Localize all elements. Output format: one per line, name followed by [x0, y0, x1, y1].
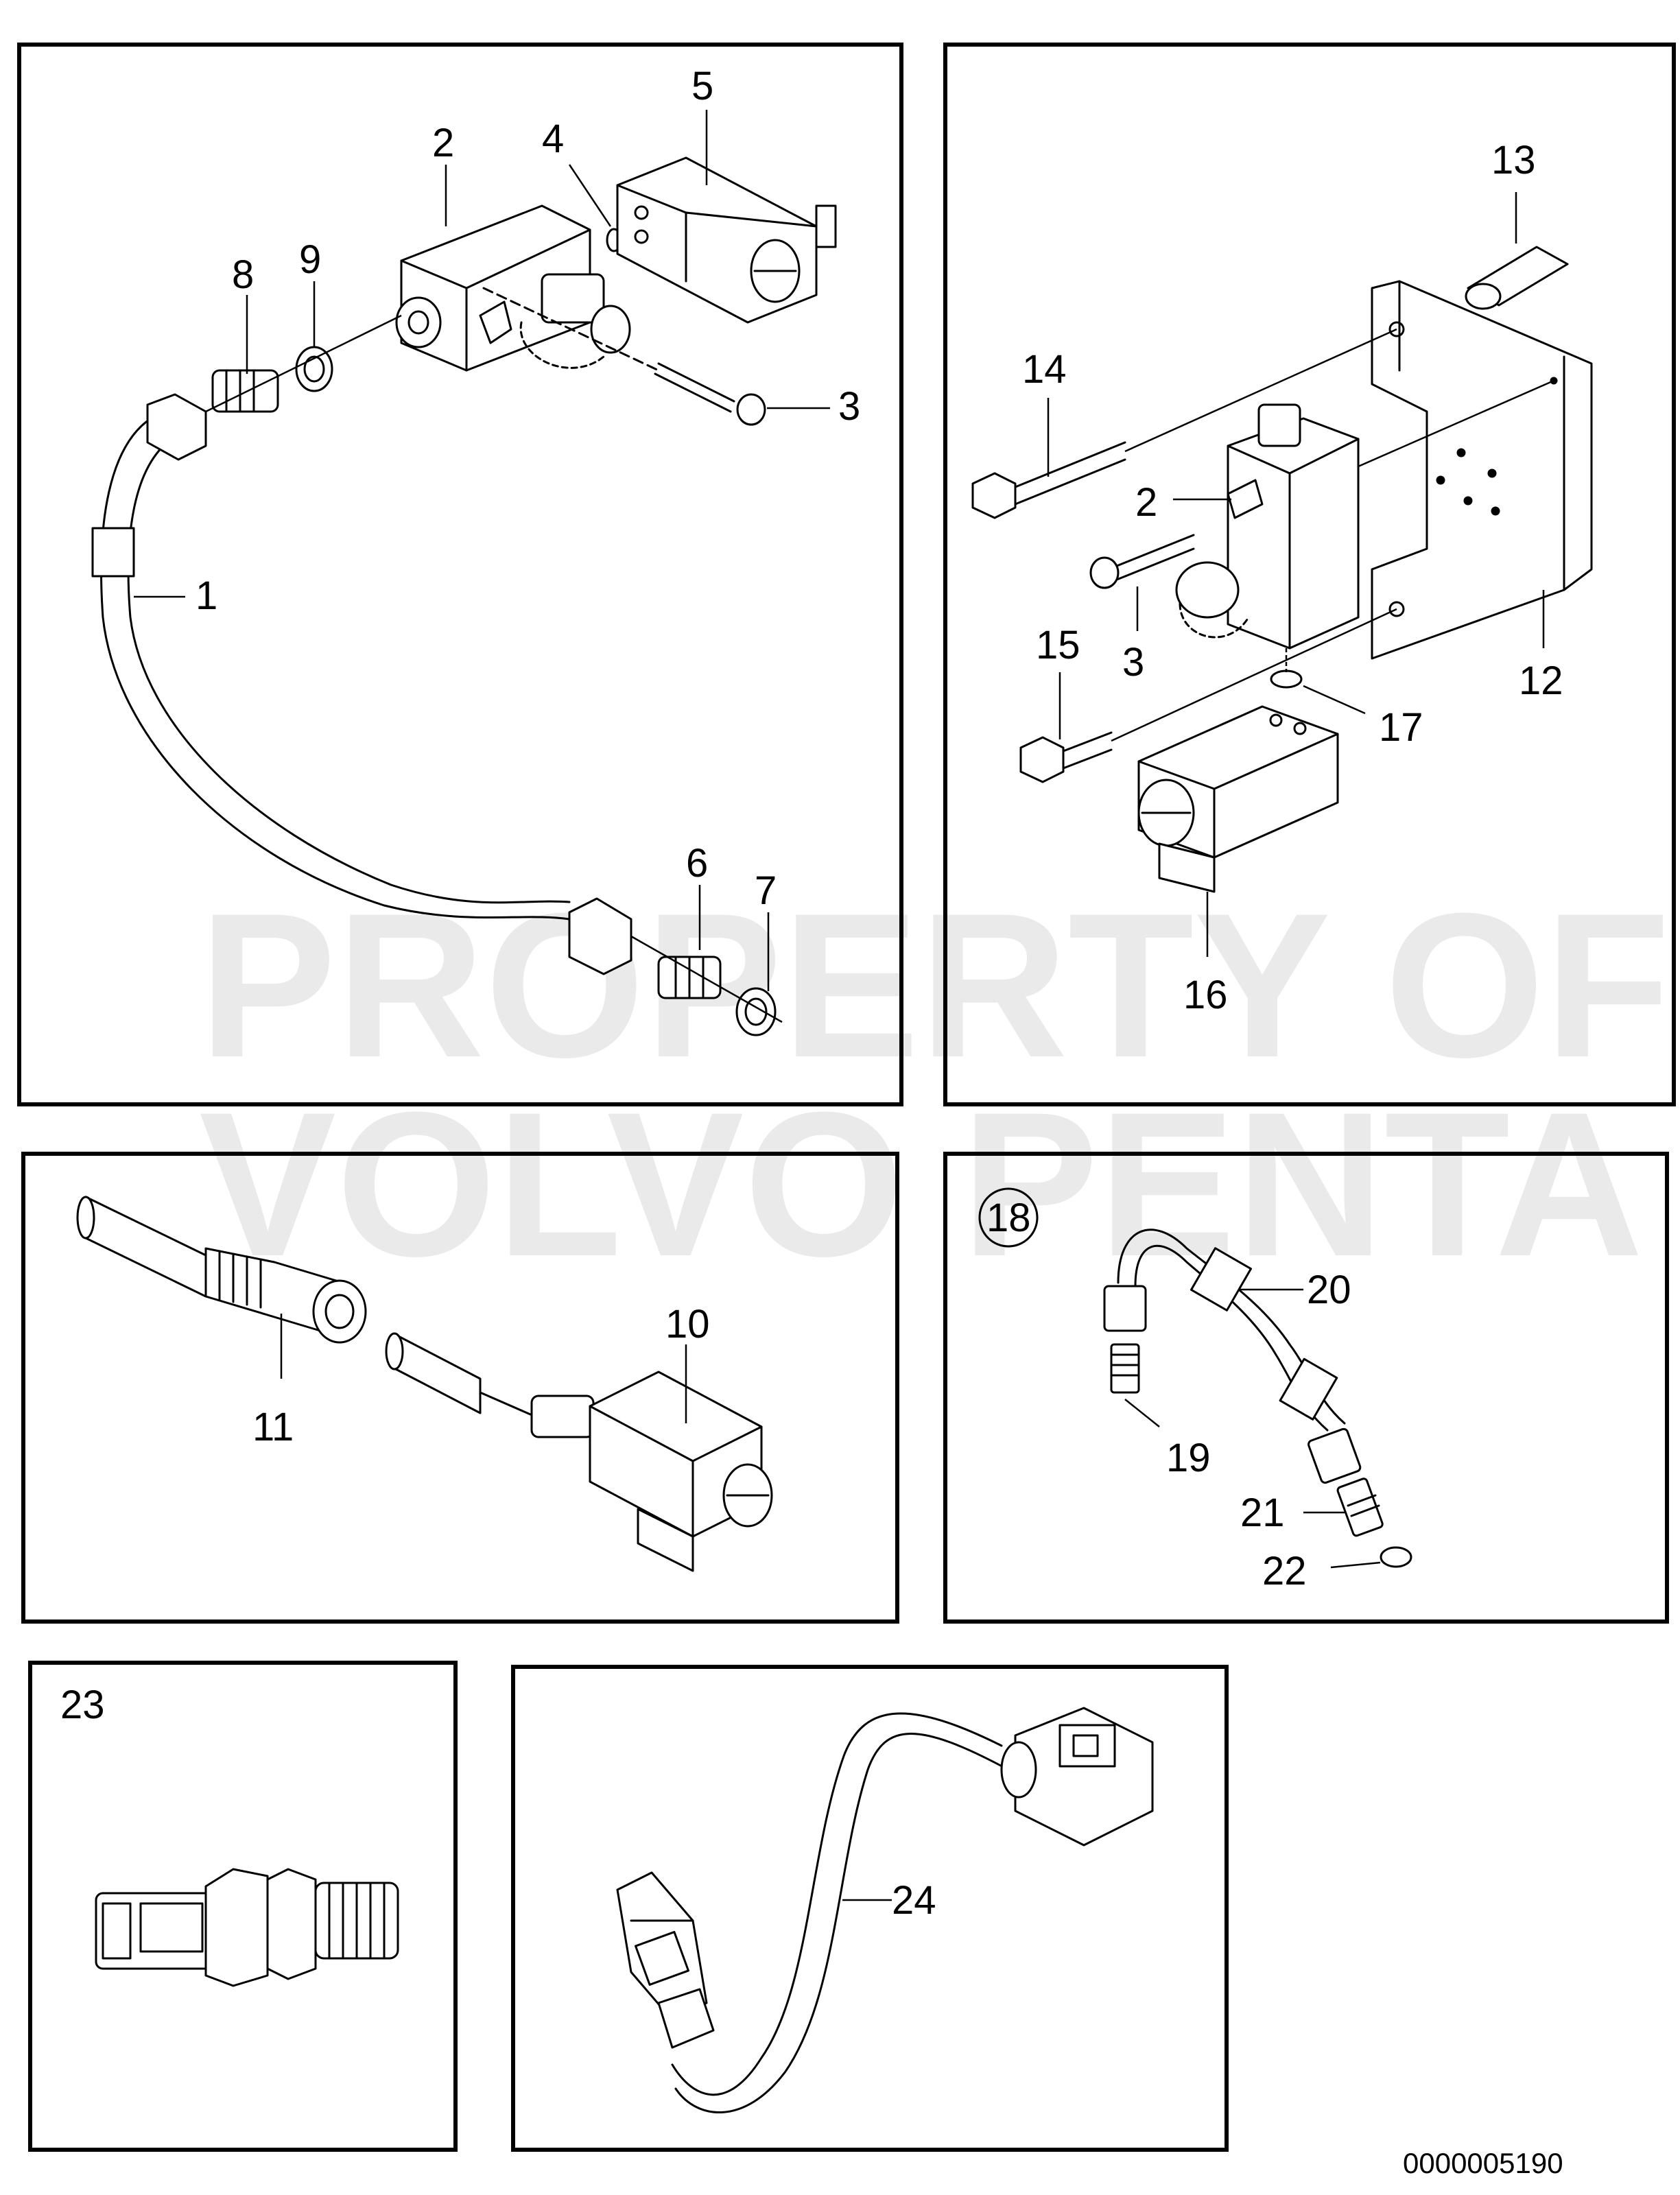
callout-9: 9: [299, 237, 321, 282]
callout-14: 14: [1022, 347, 1067, 392]
screw-3: [482, 287, 766, 426]
cable-24: [671, 1712, 1010, 2114]
callout-3: 3: [838, 384, 860, 429]
washer-22: [1380, 1546, 1412, 1568]
washer-7: [735, 987, 777, 1036]
nipple-8: [211, 369, 279, 413]
watermark-line2: VOLVO PENTA: [199, 1069, 1644, 1299]
panel-top-right: [943, 43, 1676, 1106]
bolt-15: [1019, 608, 1397, 783]
panel-top-left: [17, 43, 903, 1106]
callout-7: 7: [755, 868, 777, 913]
solenoid-16: [1137, 705, 1339, 893]
callout-21: 21: [1240, 1491, 1285, 1535]
callout-2r: 2: [1135, 480, 1157, 525]
panel-bottom-right: [511, 1665, 1229, 2152]
nipple-21: [1336, 1478, 1384, 1537]
mid-left-drawing: 10 11: [76, 1196, 773, 1572]
tube-stub: [84, 1196, 207, 1298]
hose-nut-upper: [146, 393, 207, 461]
valve-body-2: [395, 204, 631, 372]
callout-13: 13: [1491, 138, 1536, 182]
top-left-drawing: 5 2 4 8 9 3 1 6 7: [91, 64, 860, 1036]
mid-right-drawing: 18 20 19 21 22: [978, 1187, 1412, 1593]
bottom-right-drawing: 24: [616, 1707, 1154, 2114]
hose-sleeve: [91, 527, 135, 578]
callout-2: 2: [432, 121, 454, 165]
callout-22: 22: [1262, 1549, 1307, 1593]
screw-3-right: [1089, 534, 1195, 589]
callout-18: 18: [986, 1196, 1031, 1240]
callout-3r: 3: [1122, 640, 1144, 685]
connector-top: [1000, 1707, 1154, 1847]
callout-5: 5: [691, 64, 713, 108]
nut-19: [1103, 1285, 1147, 1394]
bracket-12: [1371, 280, 1593, 660]
bolt-14: [971, 328, 1397, 519]
callout-20: 20: [1307, 1268, 1351, 1312]
callout-16: 16: [1183, 973, 1228, 1017]
callout-24: 24: [892, 1878, 936, 1923]
hose-nut-lower: [568, 897, 632, 975]
callout-12: 12: [1519, 658, 1563, 703]
oring-17: [1270, 669, 1303, 689]
washer-9: [295, 346, 333, 392]
drawing-number: 0000005190: [1403, 2147, 1563, 2179]
callout-8: 8: [232, 252, 254, 297]
bottom-left-drawing: 23: [60, 1683, 399, 1987]
panel-mid-right: [943, 1152, 1669, 1624]
sensor-23: [95, 1868, 399, 1987]
connector-bottom: [616, 1871, 715, 2049]
adapter-11: [204, 1247, 367, 1344]
watermark: PROPERTY OF VOLVO PENTA: [199, 870, 1670, 1299]
callout-23: 23: [60, 1683, 105, 1727]
callout-15: 15: [1036, 623, 1080, 667]
callout-1: 1: [196, 573, 217, 618]
kit-circle-18: [978, 1187, 1039, 1248]
callout-17: 17: [1379, 705, 1423, 750]
panel-bottom-left: [28, 1661, 458, 2152]
callout-11: 11: [252, 1405, 294, 1449]
callout-6: 6: [686, 841, 708, 886]
nipple-6: [657, 956, 722, 999]
valve-body-2-mounted: [1175, 403, 1360, 650]
hose-1: [100, 417, 571, 921]
top-right-drawing: 13 14 2 3 15 12 17 16: [971, 138, 1593, 1017]
callout-10: 10: [665, 1302, 710, 1346]
spacer-13: [1465, 246, 1569, 310]
panel-mid-left: [21, 1152, 899, 1624]
sensor-10: [385, 1332, 773, 1572]
solenoid-5: [616, 156, 837, 324]
callout-4: 4: [542, 117, 564, 161]
callout-19: 19: [1166, 1436, 1211, 1480]
watermark-line1: PROPERTY OF: [199, 870, 1670, 1100]
